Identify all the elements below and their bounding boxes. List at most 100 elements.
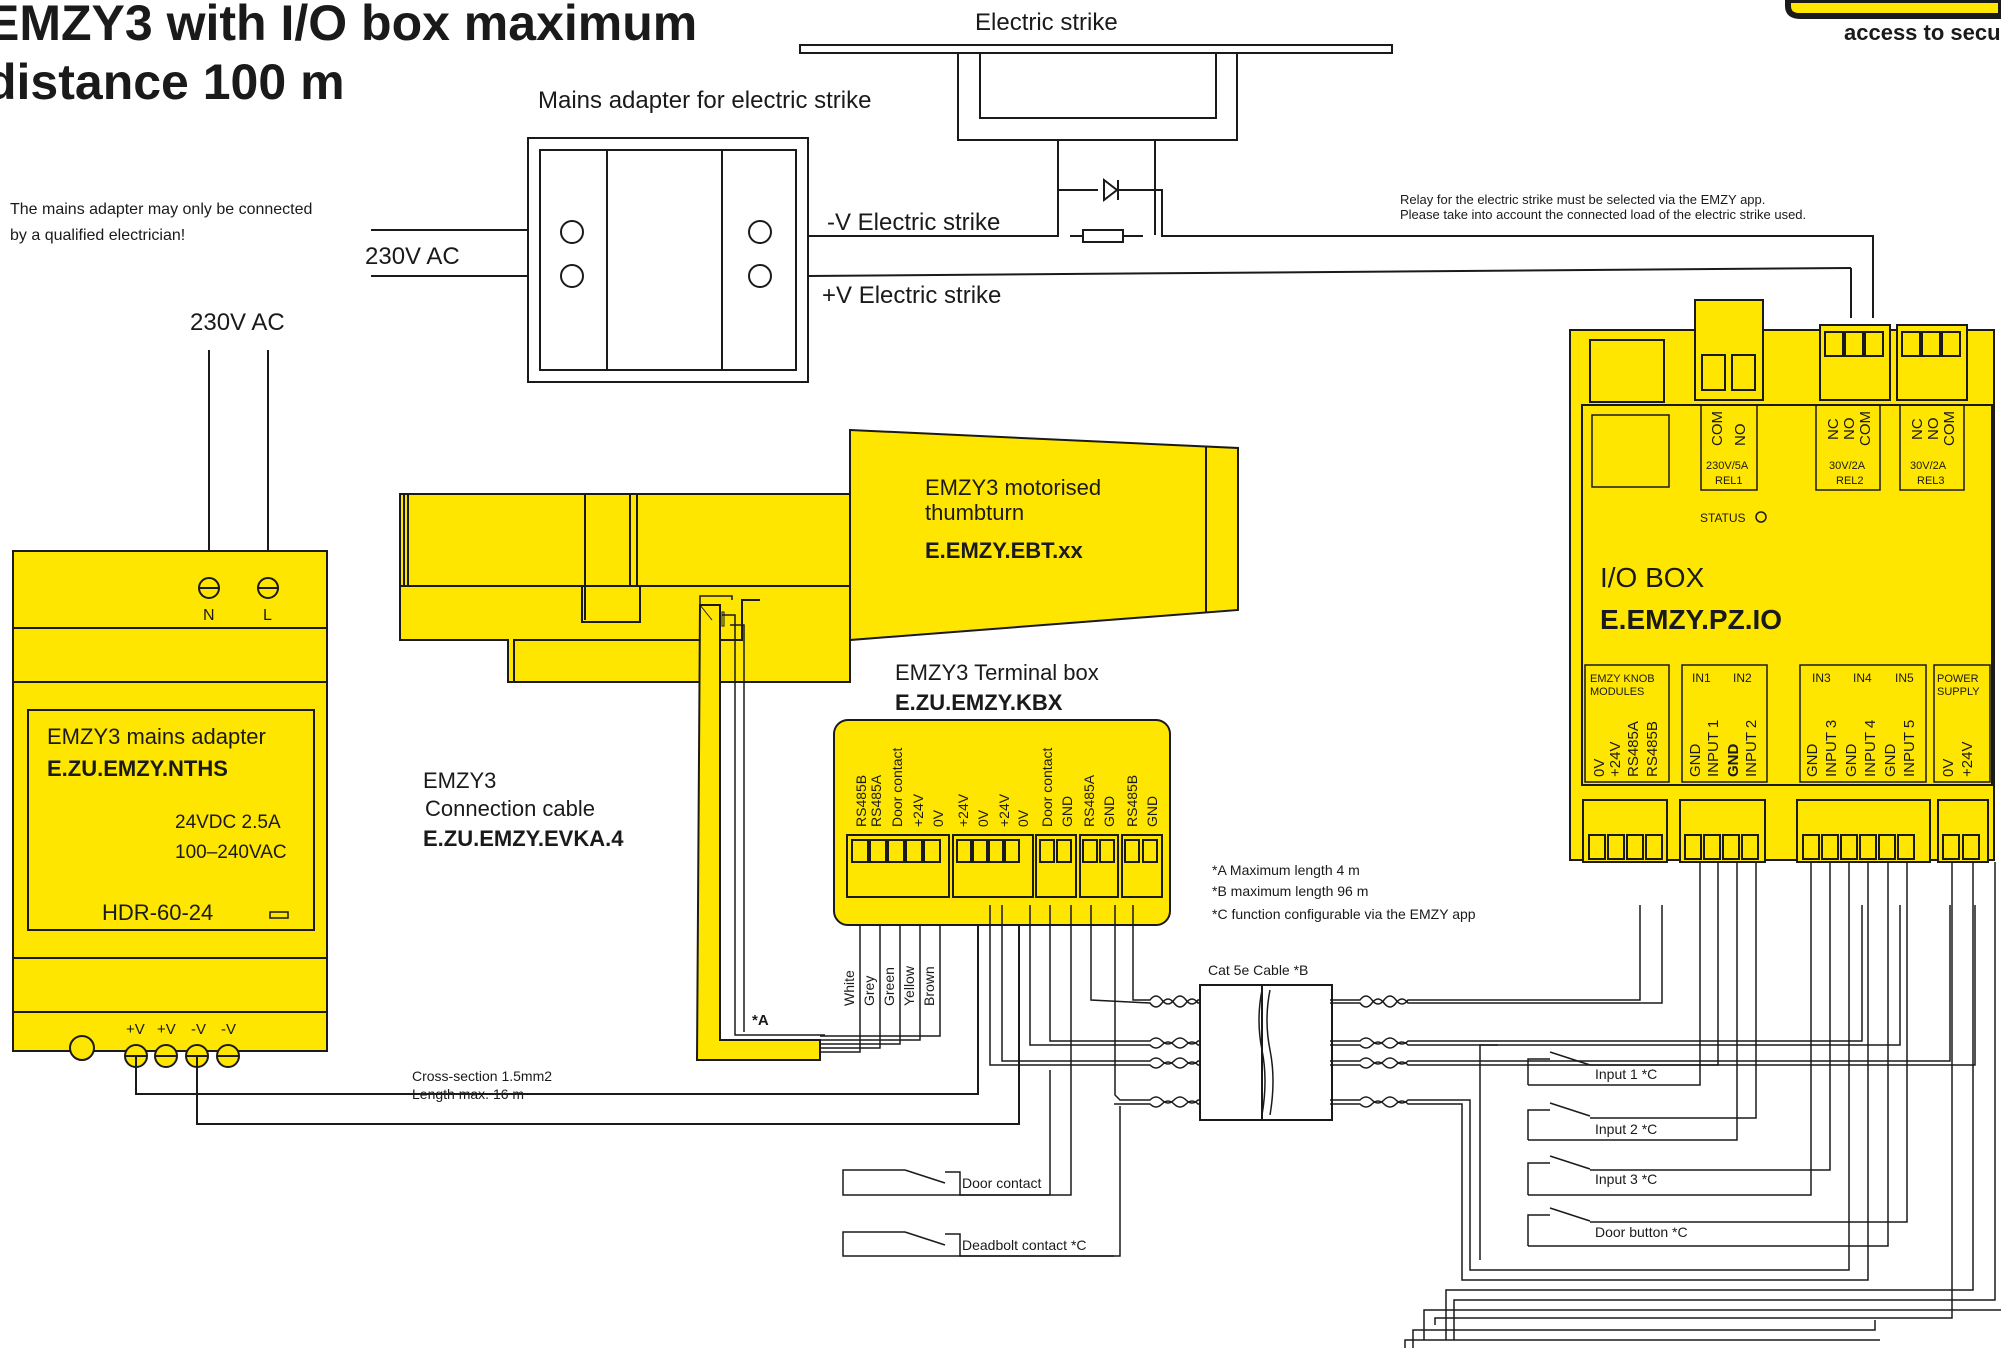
mains-adapter-spec2: 100–240VAC — [175, 842, 287, 863]
title-line-1: EMZY3 with I/O box maximum — [0, 0, 697, 51]
cable-line-2: Connection cable — [425, 796, 595, 821]
tb-term-0v-3: 0V — [1015, 809, 1031, 827]
relay-note-2: Please take into account the connected l… — [1400, 207, 1806, 222]
deadbolt-switch: Deadbolt contact *C — [842, 1106, 1121, 1257]
mains-adapter-strike-label: Mains adapter for electric strike — [538, 87, 871, 114]
thumbturn: EMZY3 motorised thumbturn E.EMZY.EBT.xx — [849, 428, 1239, 642]
io-box: COM NO 230V/5A REL1 NC NO COM 30V/2A REL… — [1569, 299, 1995, 863]
in345-gnd-2: GND — [1843, 744, 1860, 778]
io-box-title: I/O BOX — [1600, 562, 1705, 593]
power-header-2: SUPPLY — [1937, 686, 1980, 698]
switch-input1: Input 1 *C — [1595, 1066, 1657, 1082]
mains-adapter-code: E.ZU.EMZY.NTHS — [47, 756, 228, 781]
tb-term-24v-3: +24V — [996, 793, 1012, 827]
logo: access to security — [1785, 0, 2001, 45]
length-max-label: Length max. 16 m — [412, 1086, 524, 1102]
term-n: N — [203, 607, 215, 624]
in345-gnd-1: GND — [1804, 744, 1821, 778]
in345-input4: INPUT 4 — [1862, 720, 1879, 777]
status-led-icon — [1755, 511, 1767, 523]
mains-adapter-spec1: 24VDC 2.5A — [175, 812, 281, 833]
title-line-2: distance 100 m — [0, 54, 345, 110]
relay-note-1: Relay for the electric strike must be se… — [1400, 192, 1765, 207]
io-box-code: E.EMZY.PZ.IO — [1600, 604, 1782, 635]
electric-strike: Electric strike — [799, 9, 1393, 141]
switch-door-contact: Door contact — [962, 1175, 1041, 1191]
in345-gnd-3: GND — [1882, 744, 1899, 778]
cross-section-label: Cross-section 1.5mm2 — [412, 1068, 552, 1084]
knob-header-1: EMZY KNOB — [1590, 673, 1655, 685]
rel1-name: REL1 — [1715, 475, 1743, 487]
tb-term-door-contact: Door contact — [889, 748, 905, 827]
cylinder — [399, 493, 851, 683]
ac-230-lower-label: 230V AC — [190, 309, 285, 336]
terminal-box-code: E.ZU.EMZY.KBX — [895, 690, 1063, 715]
tb-term-24v-2: +24V — [955, 793, 971, 827]
rel3-nc: NC — [1909, 418, 1926, 440]
ac-230-upper-label: 230V AC — [365, 243, 460, 270]
wire-green: Green — [881, 967, 897, 1006]
thumbturn-code: E.EMZY.EBT.xx — [925, 538, 1083, 563]
rel2-rating: 30V/2A — [1829, 460, 1866, 472]
term-minus-v-2: -V — [221, 1021, 236, 1038]
terminal-box: EMZY3 Terminal box E.ZU.EMZY.KBX RS485B … — [833, 660, 1171, 926]
knob-24v: +24V — [1607, 742, 1624, 777]
note-b: *B maximum length 96 m — [1212, 883, 1368, 899]
tb-term-labels: RS485B RS485A Door contact +24V 0V +24V … — [853, 748, 1160, 827]
switch-input3: Input 3 *C — [1595, 1171, 1657, 1187]
knob-rs485b: RS485B — [1644, 721, 1661, 777]
term-l: L — [263, 607, 272, 624]
cat5e-label: Cat 5e Cable *B — [1208, 962, 1308, 978]
tb-term-rs485a-2: RS485A — [1081, 774, 1097, 827]
in1-header: IN1 — [1692, 671, 1711, 685]
wire-white: White — [841, 970, 857, 1006]
door-contact-switch: Door contact — [842, 905, 1072, 1196]
in12-gnd-1: GND — [1687, 744, 1704, 778]
tb-term-door-contact-2: Door contact — [1039, 748, 1055, 827]
thumbturn-title-1: EMZY3 motorised — [925, 475, 1101, 500]
tb-term-gnd-2: GND — [1101, 796, 1117, 827]
electric-strike-label: Electric strike — [975, 9, 1118, 36]
wire-grey: Grey — [861, 976, 877, 1006]
tb-term-rs485b: RS485B — [853, 775, 869, 827]
in3-header: IN3 — [1812, 671, 1831, 685]
knob-header-2: MODULES — [1590, 686, 1644, 698]
rel1-rating: 230V/5A — [1706, 460, 1749, 472]
switch-input2: Input 2 *C — [1595, 1121, 1657, 1137]
tb-term-gnd-3: GND — [1144, 796, 1160, 827]
in345-input5: INPUT 5 — [1901, 720, 1918, 777]
in2-header: IN2 — [1733, 671, 1752, 685]
tb-term-24v: +24V — [910, 793, 926, 827]
wire-brown: Brown — [921, 966, 937, 1006]
rel3-name: REL3 — [1917, 475, 1945, 487]
cable-code: E.ZU.EMZY.EVKA.4 — [423, 826, 624, 851]
switch-deadbolt: Deadbolt contact *C — [962, 1237, 1087, 1253]
power-24v: +24V — [1959, 742, 1976, 777]
rel2-name: REL2 — [1836, 475, 1864, 487]
cable-line-1: EMZY3 — [423, 768, 496, 793]
in12-gnd-2: GND — [1725, 744, 1742, 778]
wire-yellow: Yellow — [901, 965, 917, 1006]
tb-term-rs485b-2: RS485B — [1124, 775, 1140, 827]
rel2-com: COM — [1857, 411, 1874, 446]
term-plus-v-1: +V — [126, 1021, 145, 1038]
tb-term-0v: 0V — [930, 809, 946, 827]
in12-input2: INPUT 2 — [1743, 720, 1760, 777]
input-switches: Input 1 *C Input 2 *C Input 3 *C Door bu… — [1527, 862, 1908, 1247]
in345-input3: INPUT 3 — [1823, 720, 1840, 777]
mains-warning-1: The mains adapter may only be connected — [10, 201, 312, 218]
rel3-rating: 30V/2A — [1910, 460, 1947, 472]
mains-adapter-title: EMZY3 mains adapter — [47, 724, 266, 749]
cat5e-cable — [989, 905, 1976, 1121]
rel3-com: COM — [1941, 411, 1958, 446]
in5-header: IN5 — [1895, 671, 1914, 685]
status-label: STATUS — [1700, 511, 1746, 525]
knob-0v: 0V — [1591, 759, 1608, 777]
tb-term-gnd: GND — [1059, 796, 1075, 827]
knob-rs485a: RS485A — [1625, 721, 1642, 777]
term-minus-v-1: -V — [191, 1021, 206, 1038]
in4-header: IN4 — [1853, 671, 1872, 685]
tb-term-rs485a: RS485A — [868, 774, 884, 827]
tb-term-0v-2: 0V — [975, 809, 991, 827]
